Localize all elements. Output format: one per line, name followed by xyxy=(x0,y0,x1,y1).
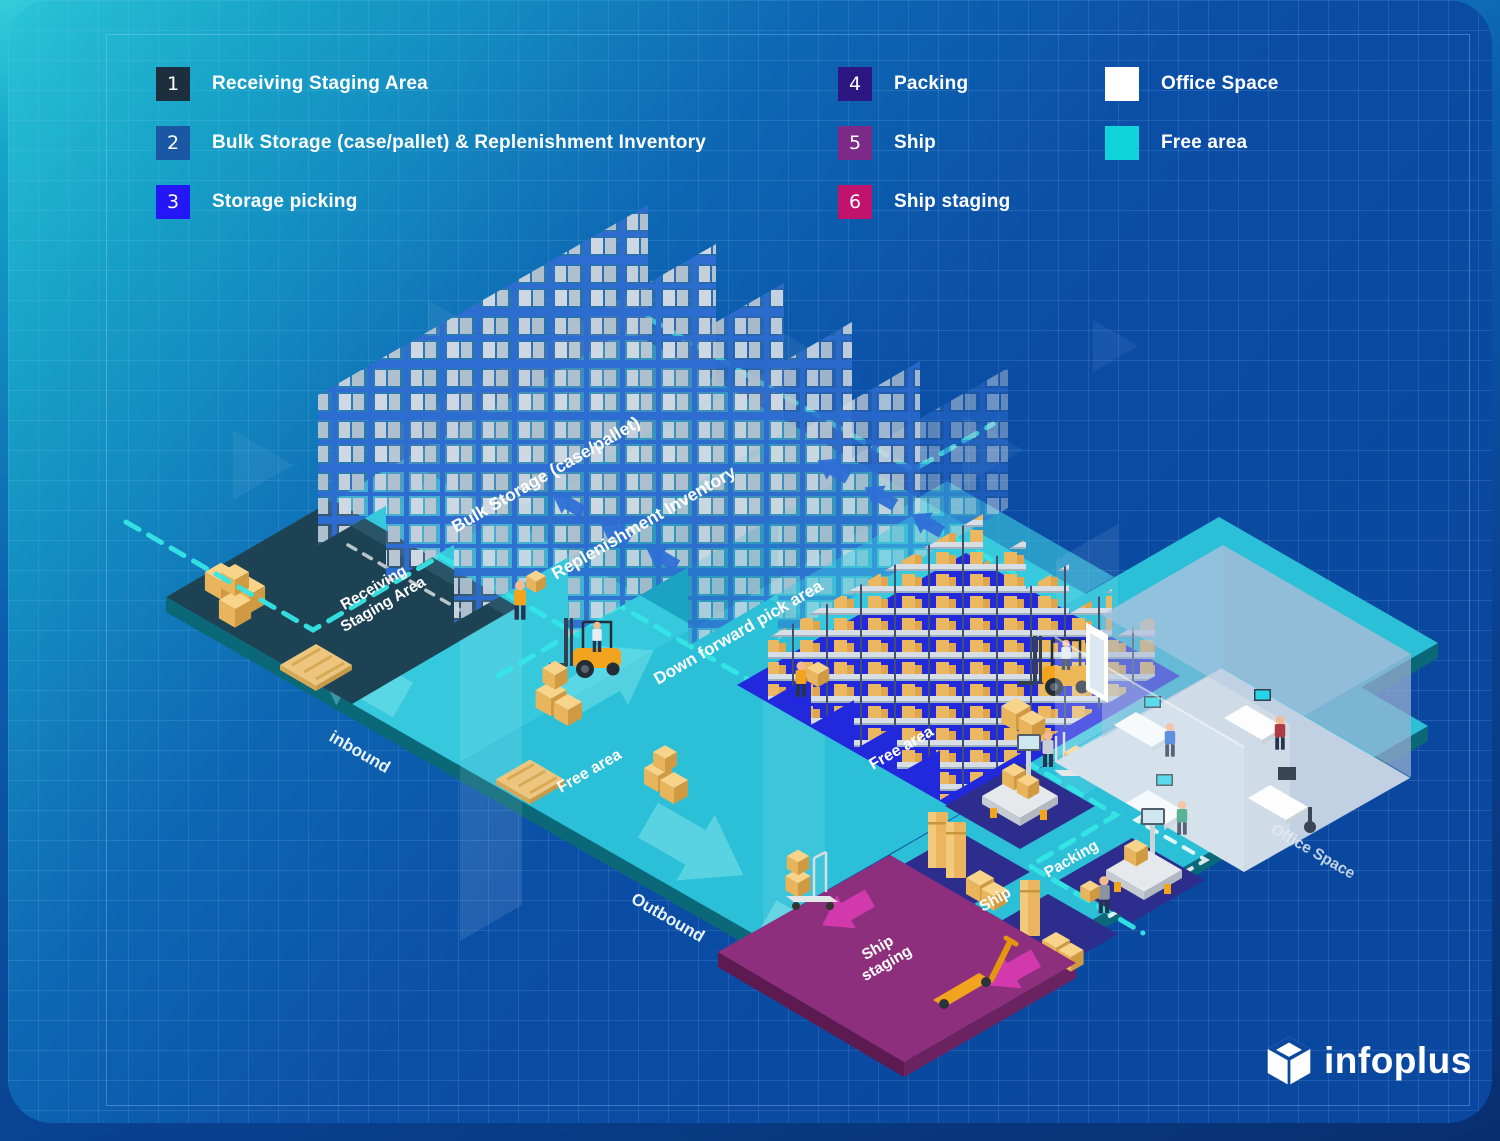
blueprint-inner-frame xyxy=(106,34,1470,1106)
logo-text: infoplus xyxy=(1324,1040,1472,1081)
pallet-jack xyxy=(933,935,1019,1009)
legend-label: Office Space xyxy=(1161,73,1279,94)
legend-swatch-1: 1 xyxy=(156,67,190,101)
legend-label: Receiving Staging Area xyxy=(212,73,428,94)
legend-swatch-free-area xyxy=(1105,126,1139,160)
legend-item-free-area: Free area xyxy=(1105,126,1247,160)
legend-item-ship-staging: 6 Ship staging xyxy=(838,185,1010,219)
warehouse-isometric-scene: Receiving Staging Area Bulk Storage (cas… xyxy=(123,205,1438,1077)
legend-swatch-4: 4 xyxy=(838,67,872,101)
legend-label: Free area xyxy=(1161,132,1248,153)
legend-swatch-office xyxy=(1105,67,1139,101)
legend-label: Packing xyxy=(894,73,969,94)
blueprint-card: Receiving Staging Area Bulk Storage (cas… xyxy=(8,0,1492,1123)
legend-swatch-5: 5 xyxy=(838,126,872,160)
office-desks xyxy=(1114,689,1316,835)
legend-item-storage-picking: 3 Storage picking xyxy=(156,185,358,219)
legend-item-office-space: Office Space xyxy=(1105,67,1279,101)
legend-label: Bulk Storage (case/pallet) & Replenishme… xyxy=(212,132,706,153)
legend-label: Storage picking xyxy=(212,191,358,212)
legend-item-bulk-storage: 2 Bulk Storage (case/pallet) & Replenish… xyxy=(156,126,706,160)
legend-item-packing: 4 Packing xyxy=(838,67,968,101)
ship-staging-area xyxy=(718,849,1076,1062)
legend-label: Ship xyxy=(894,132,936,153)
office-space xyxy=(1054,545,1411,872)
office-door xyxy=(1086,622,1108,703)
bulk-storage-racks xyxy=(318,205,1008,646)
legend-label: Ship staging xyxy=(894,191,1011,212)
staging-cart xyxy=(785,849,838,910)
legend-swatch-2: 2 xyxy=(156,126,190,160)
legend-item-ship: 5 Ship xyxy=(838,126,936,160)
down-forward-pick-area xyxy=(737,514,1180,808)
legend-swatch-3: 3 xyxy=(156,185,190,219)
infoplus-box-icon xyxy=(1267,1036,1311,1086)
legend-swatch-6: 6 xyxy=(838,185,872,219)
legend-item-receiving: 1 Receiving Staging Area xyxy=(156,67,428,101)
infoplus-logo: infoplus xyxy=(1264,1033,1472,1089)
